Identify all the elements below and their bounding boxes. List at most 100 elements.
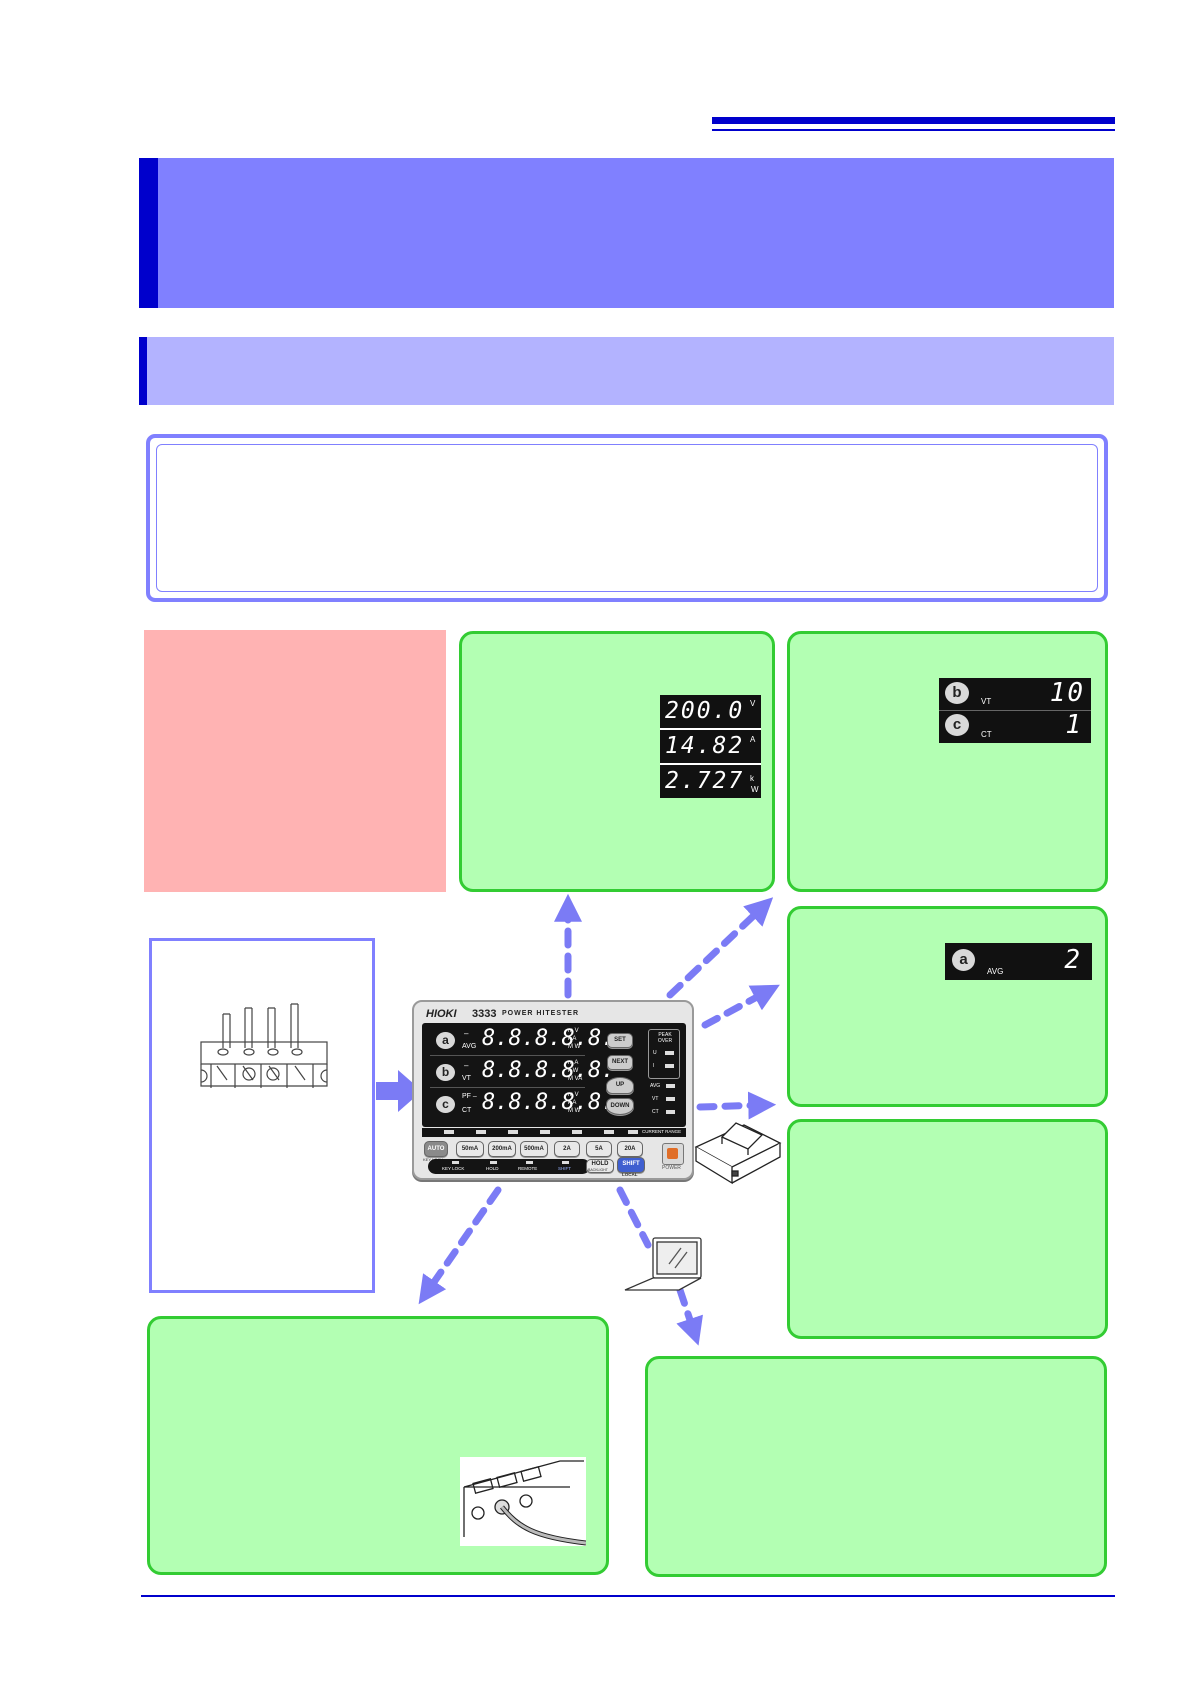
indicator-led-2 [490,1161,497,1164]
row-c-units: m V k A M W [568,1091,580,1115]
section-header [139,337,1114,405]
vt-label: VT [981,697,992,706]
peak-over-label: PEAK OVER [657,1032,673,1044]
row-a-unit-3: M W [568,1044,581,1050]
indicator-key-lock: KEY LOCK [442,1166,465,1171]
arrow-to-printer [696,1091,777,1120]
avg-value: 2 [1064,945,1082,975]
top-rule-thick [712,117,1115,124]
scaling-divider [939,710,1091,711]
intro-box [146,434,1108,602]
local-label: LOCAL [622,1172,638,1177]
row-b-badge: b [436,1064,455,1081]
channel-b-badge: b [945,682,969,704]
peak-over-box: PEAK OVER U I [648,1029,680,1079]
instrument-brand: HIOKI [426,1008,457,1020]
indicator-shift: SHIFT [558,1166,571,1171]
shift-button[interactable]: SHIFT [617,1157,645,1173]
terminal-box [149,938,375,1293]
set-key[interactable]: SET [607,1033,633,1048]
range-50ma-button[interactable]: 50mA [456,1141,484,1157]
row-a-unit-2: k A [568,1036,577,1042]
interface-box [645,1356,1107,1577]
row-a-digits: 8.8.8.8.8. [482,1026,615,1051]
arrow-to-averaging [701,984,780,1029]
connector-illustration [460,1457,587,1546]
channel-a-badge: a [952,949,975,971]
row-c-sub: CT [462,1107,472,1114]
row-c-prefix: PF – [462,1093,477,1100]
row-c-badge: c [436,1096,455,1113]
chapter-banner-accent [139,158,158,308]
display-measurement: 200.0 V 14.82 A 2.727 k W [660,695,761,798]
unit-v: V [750,699,756,708]
scaling-box [787,631,1108,892]
display-row-3: 2.727 k W [660,765,761,798]
row-b-unit-3: M VA [568,1076,583,1082]
status-vt-led [666,1097,675,1101]
range-led-7 [628,1130,638,1134]
range-20a-button[interactable]: 20A [617,1141,643,1157]
instrument-display: a – AVG 8.8.8.8.8. m V k A M W b – VT 8.… [422,1023,686,1127]
indicator-led-1 [452,1161,459,1164]
row-a-badge: a [436,1032,455,1049]
arrow-to-scaling [666,897,774,999]
peak-i-led [665,1064,674,1068]
vt-value: 10 [1049,678,1085,708]
arrow-to-interface [616,1186,695,1335]
row-a-sub: AVG [462,1043,477,1050]
status-ct: CT [652,1109,659,1115]
power-button[interactable] [662,1143,684,1165]
reading-power: 2.727 [665,768,745,794]
connector-drawing [463,1460,587,1546]
averaging-box [787,906,1108,1107]
ct-label: CT [981,730,992,739]
row-a-unit-1: m V [568,1028,579,1034]
hold-button[interactable]: HOLD [586,1159,614,1173]
row-c-unit-1: m V [568,1092,579,1098]
reading-voltage: 200.0 [665,698,745,724]
range-2a-button[interactable]: 2A [554,1141,580,1157]
bottom-rule [141,1595,1115,1597]
row-b-unit-1: m A [568,1060,579,1066]
display-average: a AVG 2 [945,943,1092,980]
hold-sub-label: BACKLIGHT [588,1168,608,1172]
row-b-units: m A k W M VA [568,1059,582,1083]
display-sep-1 [430,1055,585,1056]
indicator-led-4 [562,1161,569,1164]
down-key[interactable]: DOWN [606,1098,634,1115]
indicator-remote: REMOTE [518,1166,538,1171]
power-button-cap [667,1148,678,1159]
power-label: POWER [662,1165,681,1171]
instrument-panel: HIOKI 3333 POWER HITESTER a – AVG 8.8.8.… [412,1000,694,1180]
ct-value: 1 [1065,710,1083,740]
pink-panel [144,630,446,892]
range-200ma-button[interactable]: 200mA [488,1141,516,1157]
unit-k: k [750,774,754,783]
section-header-accent [139,337,147,405]
range-led-1 [444,1130,454,1134]
row-c-unit-2: k A [568,1100,577,1106]
printer-box [787,1119,1108,1339]
laptop-illustration [624,1237,702,1291]
display-sep-2 [430,1087,585,1088]
range-5a-button[interactable]: 5A [586,1141,612,1157]
unit-w: W [751,785,759,794]
peak-u: U [653,1050,657,1056]
range-500ma-button[interactable]: 500mA [520,1141,548,1157]
peak-u-led [665,1051,674,1055]
status-vt: VT [652,1096,659,1102]
status-avg-led [666,1084,675,1088]
up-key[interactable]: UP [606,1077,634,1094]
next-key[interactable]: NEXT [607,1055,633,1070]
chapter-banner [139,158,1114,308]
range-auto-button[interactable]: AUTO [424,1141,448,1157]
row-a-units: m V k A M W [568,1027,580,1051]
range-led-5 [572,1130,582,1134]
row-b-sub: VT [462,1075,471,1082]
range-led-4 [540,1130,550,1134]
indicator-hold: HOLD [486,1166,499,1171]
channel-c-badge: c [945,714,969,736]
row-b-unit-2: k W [568,1068,579,1074]
